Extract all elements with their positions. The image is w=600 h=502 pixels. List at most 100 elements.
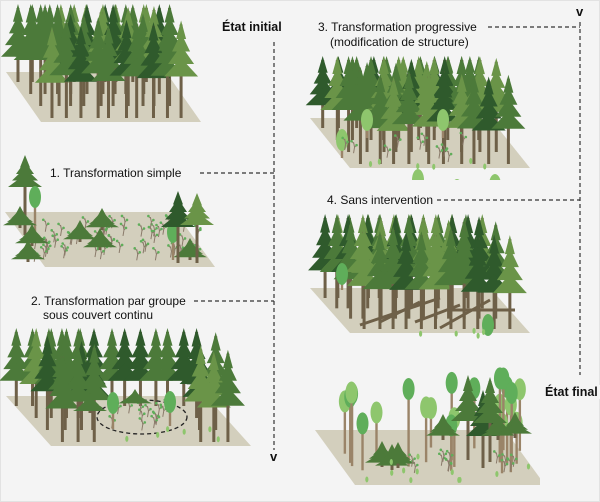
sapling-leaf — [425, 136, 429, 140]
down-arrow-right: v — [576, 4, 584, 19]
scene-transformation-group — [0, 328, 251, 446]
sapling-leaf — [416, 136, 420, 139]
conifer-crown — [320, 214, 331, 233]
conifer-crown — [83, 237, 117, 248]
sapling-leaf — [416, 463, 419, 467]
seedling — [365, 476, 369, 483]
conifer-crown — [53, 44, 80, 63]
sapling-leaf — [413, 457, 416, 460]
conifer-crown — [366, 257, 393, 277]
conifer-crown — [489, 234, 500, 254]
seedling — [416, 163, 420, 170]
conifer-tree — [451, 375, 485, 460]
sapling-leaf — [498, 454, 501, 457]
seedling — [182, 428, 186, 435]
conifer-tree — [492, 235, 527, 329]
seedling — [483, 163, 487, 170]
conifer-crown — [463, 375, 473, 391]
conifer-crown — [7, 339, 26, 358]
sapling-leaf — [155, 418, 158, 422]
trunk — [450, 421, 453, 471]
trunk — [176, 195, 180, 263]
seedling — [416, 453, 420, 460]
conifer-crown — [459, 385, 477, 401]
sapling-leaf — [143, 412, 146, 416]
conifer-crown — [218, 362, 237, 381]
fallen-log — [439, 298, 491, 330]
conifer-crown — [456, 56, 467, 74]
conifer-crown — [504, 235, 515, 255]
conifer-tree — [491, 74, 526, 164]
conifer-crown — [452, 85, 471, 104]
conifer-crown — [455, 395, 481, 411]
conifer-crown — [27, 340, 46, 359]
step3-label-line2: (modification de structure) — [328, 35, 471, 49]
conifer-crown — [69, 358, 88, 377]
sapling-leaf — [137, 223, 141, 226]
sapling-leaf — [115, 239, 119, 243]
sapling-leaf — [138, 417, 142, 420]
down-arrow-left: v — [270, 449, 278, 464]
conifer-tree — [11, 240, 45, 262]
sapling-leaf — [139, 239, 143, 243]
sapling-leaf — [41, 218, 45, 222]
broadleaf-tree — [412, 169, 424, 180]
sapling-leaf — [124, 226, 128, 230]
conifer-crown — [210, 387, 245, 406]
sapling-leaf — [130, 404, 134, 407]
conifer-tree — [45, 352, 80, 442]
conifer-crown — [500, 248, 519, 268]
sapling-leaf — [107, 234, 111, 237]
conifer-crown — [371, 86, 390, 105]
trunk — [515, 418, 518, 464]
broadleaf-tree — [345, 381, 358, 456]
sapling-leaf — [449, 152, 453, 156]
sapling-leaf — [155, 401, 158, 405]
conifer-crown — [491, 57, 502, 76]
conifer-crown — [131, 339, 150, 358]
trunk — [349, 392, 352, 463]
conifer-crown — [67, 50, 94, 70]
conifer-tree — [498, 412, 532, 438]
conifer-crown — [430, 231, 441, 251]
sapling-leaf — [147, 214, 150, 218]
broadleaf-crown — [493, 367, 506, 390]
sapling-leaf — [102, 249, 105, 253]
sapling-leaf — [444, 148, 448, 152]
conifer-crown — [88, 328, 99, 346]
sapling-leaf — [67, 231, 71, 235]
sapling-leaf — [61, 242, 64, 245]
trunk — [424, 403, 428, 463]
seedling — [458, 476, 462, 483]
conifer-crown — [108, 4, 119, 23]
conifer-crown — [12, 4, 23, 22]
conifer-crown — [106, 328, 117, 346]
conifer-crown — [65, 4, 76, 23]
trunk — [498, 374, 502, 454]
conifer-crown — [12, 168, 38, 181]
sapling-leaf — [157, 251, 160, 254]
scene-no-intervention — [308, 214, 530, 339]
conifer-crown — [60, 333, 71, 352]
conifer-crown — [169, 198, 187, 212]
conifer-crown — [77, 381, 112, 401]
conifer-crown — [20, 155, 30, 168]
conifer-crown — [391, 106, 426, 125]
conifer-crown — [91, 62, 126, 82]
conifer-crown — [158, 339, 177, 358]
conifer-crown — [168, 45, 195, 65]
conifer-crown — [99, 37, 118, 57]
sapling-leaf — [435, 145, 439, 148]
conifer-crown — [479, 88, 498, 107]
step3-label-line1: 3. Transformation progressive — [316, 20, 479, 34]
sapling-leaf — [514, 457, 518, 461]
sapling-leaf — [511, 462, 515, 465]
trunk — [500, 419, 504, 474]
seedling — [481, 328, 486, 335]
sapling-leaf — [493, 450, 496, 453]
conifer-tree — [460, 233, 495, 329]
conifer-crown — [498, 423, 532, 434]
conifer-crown — [430, 214, 441, 233]
conifer-crown — [165, 206, 191, 220]
